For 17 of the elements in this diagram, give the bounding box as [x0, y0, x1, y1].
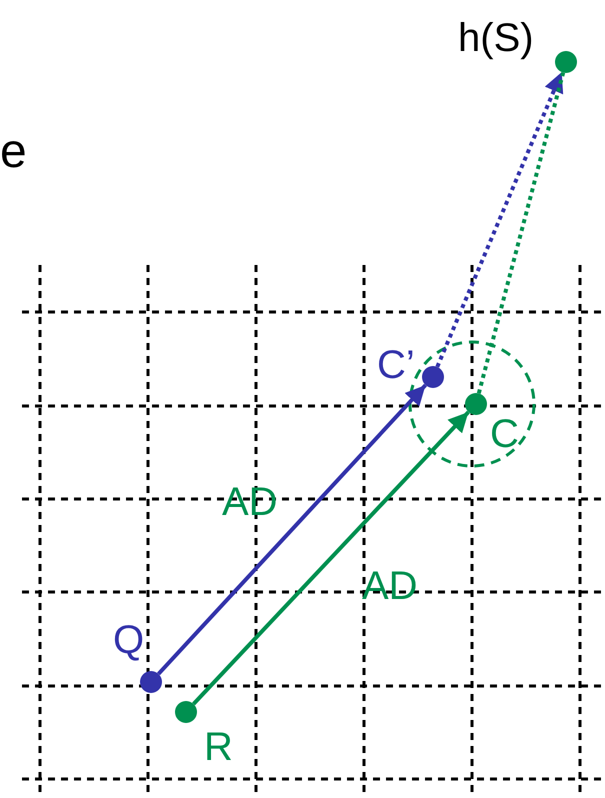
- point-dot: [422, 366, 444, 388]
- point-label: C: [490, 414, 519, 454]
- point-label: h(S): [458, 18, 534, 58]
- text-fragment: e: [0, 128, 27, 176]
- point-dot: [465, 393, 487, 415]
- point-dot: [175, 701, 197, 723]
- edge-label: AD: [222, 482, 278, 522]
- edge-label: AD: [362, 566, 418, 606]
- dotted-line: [476, 72, 566, 394]
- arrow: [157, 384, 427, 676]
- arrow: [192, 410, 470, 706]
- point-dot: [140, 671, 162, 693]
- point-label: R: [204, 727, 233, 767]
- point-dot: [555, 51, 577, 73]
- point-label: Q: [113, 620, 144, 660]
- point-label: C’: [377, 345, 415, 385]
- arrow: [435, 71, 564, 368]
